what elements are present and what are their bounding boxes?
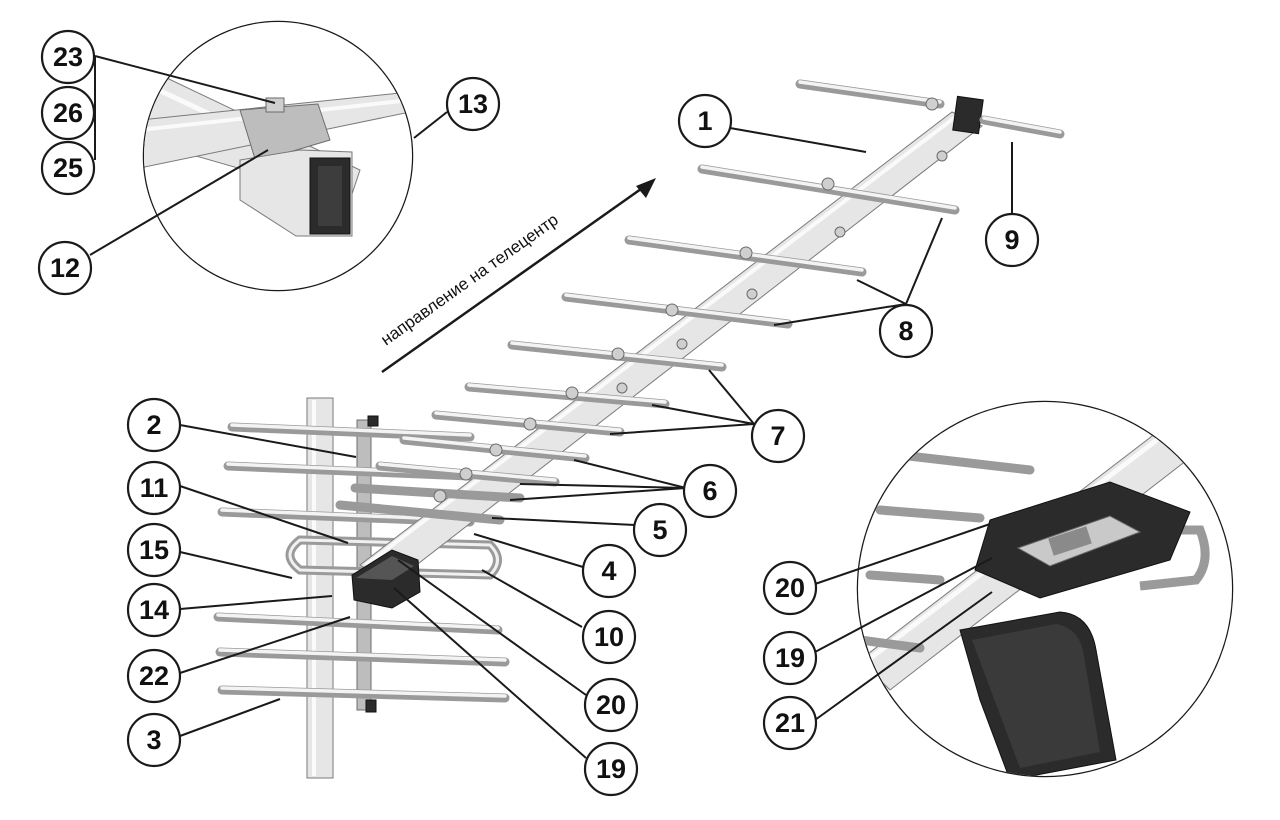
callout-14: 14 [126, 582, 182, 638]
callout-11: 11 [126, 460, 182, 516]
antenna-body [213, 79, 1065, 779]
callout-20: 20 [583, 677, 639, 733]
callout-4: 4 [581, 543, 637, 599]
leader-lines [89, 55, 1013, 759]
callout-13: 13 [445, 76, 501, 132]
svg-text:14: 14 [139, 595, 169, 625]
svg-text:20: 20 [596, 690, 626, 720]
direction-label: направление на телецентр [377, 210, 562, 349]
callout-6: 6 [682, 463, 738, 519]
callout-8: 8 [878, 303, 934, 359]
zoom-detail-amplifier [856, 400, 1234, 778]
svg-text:21: 21 [775, 708, 805, 738]
callouts: 23 26 25 12 13 1 9 8 7 6 5 4 10 20 19 2 … [37, 29, 1040, 797]
element-clips [433, 97, 948, 503]
svg-text:25: 25 [53, 153, 83, 183]
callout-21: 21 [762, 695, 818, 751]
svg-text:2: 2 [146, 410, 161, 440]
callout-7: 7 [750, 408, 806, 464]
svg-text:15: 15 [139, 535, 169, 565]
svg-text:19: 19 [596, 754, 626, 784]
callout-22: 22 [126, 648, 182, 704]
callout-5: 5 [632, 502, 688, 558]
callout-19: 19 [583, 741, 639, 797]
svg-text:11: 11 [140, 473, 169, 503]
svg-text:8: 8 [898, 316, 913, 346]
callout-3: 3 [126, 712, 182, 768]
svg-text:5: 5 [652, 515, 667, 545]
svg-text:22: 22 [139, 661, 169, 691]
svg-text:13: 13 [458, 89, 488, 119]
svg-text:10: 10 [594, 622, 624, 652]
callout-9: 9 [984, 212, 1040, 268]
svg-text:26: 26 [53, 98, 83, 128]
callout-25: 25 [40, 140, 96, 196]
svg-text:6: 6 [702, 476, 717, 506]
svg-text:1: 1 [697, 106, 712, 136]
svg-text:19: 19 [775, 643, 805, 673]
svg-text:23: 23 [53, 42, 83, 72]
svg-text:7: 7 [770, 421, 785, 451]
svg-text:4: 4 [601, 556, 616, 586]
svg-text:12: 12 [50, 253, 80, 283]
callout-1: 1 [677, 93, 733, 149]
callout-12: 12 [37, 240, 93, 296]
svg-text:20: 20 [775, 573, 805, 603]
callout-19-detail: 19 [762, 630, 818, 686]
callout-10: 10 [581, 609, 637, 665]
callout-23: 23 [40, 29, 96, 85]
svg-text:9: 9 [1004, 225, 1019, 255]
zoom-detail-mount [142, 20, 414, 292]
svg-text:3: 3 [146, 725, 161, 755]
callout-2: 2 [126, 397, 182, 453]
callout-20-detail: 20 [762, 560, 818, 616]
mast [306, 397, 334, 779]
callout-26: 26 [40, 85, 96, 141]
callout-15: 15 [126, 522, 182, 578]
